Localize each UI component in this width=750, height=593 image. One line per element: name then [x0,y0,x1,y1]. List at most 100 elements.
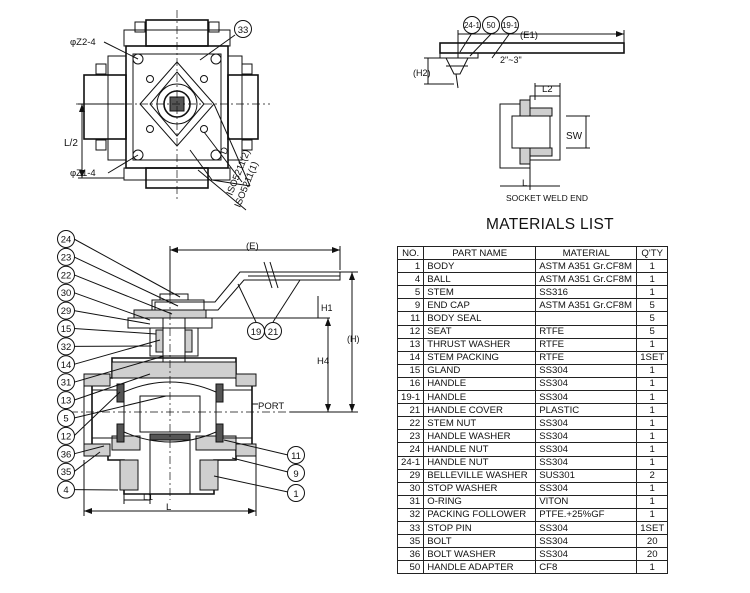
handle-balloon-24-1: 24-1 [464,21,481,30]
cell-no: 1 [396,259,425,274]
balloon-circle [57,283,75,302]
cell-part-name: BOLT WASHER [423,547,537,562]
handle-label-size: 2"~3" [500,55,522,65]
cell-no: 14 [396,350,425,365]
cell-part-name: GLAND [423,363,537,378]
col-header-qty: Q'TY [636,245,669,261]
cell-qty: 1 [636,403,669,418]
balloon-label-32: 32 [61,342,72,353]
cell-qty: 5 [636,311,669,326]
cell-qty: 1 [636,390,669,405]
leader-line [73,373,151,401]
balloon-circle [57,444,75,463]
balloon-label-30: 30 [61,288,72,299]
cell-part-name: HANDLE NUT [423,455,537,470]
cell-material: ASTM A351 Gr.CF8M [535,259,638,274]
cell-part-name: BELLEVILLE WASHER [423,468,537,483]
cell-no: 30 [396,481,425,496]
balloon-label-35: 35 [61,467,72,478]
section-label-l: L [166,502,171,513]
cell-qty: 1SET [636,350,669,365]
leader-line [73,445,105,455]
section-label-h4: H4 [317,356,329,367]
section-balloon-19: 19 [251,327,262,338]
top-label-z1: φZ1-4 [70,168,96,179]
leader-line [73,339,161,365]
cell-no: 31 [396,494,425,509]
cell-no: 5 [396,285,425,300]
cell-qty: 20 [636,534,669,549]
cell-part-name: STEM [423,285,537,300]
leader-line [73,395,167,419]
cell-qty: 20 [636,547,669,562]
top-view: L/2 φZ2-4 φZ1-4 33 D ISO5211(2) ISO5211(… [64,10,270,211]
handle-detail: (E1) (H2) 2"~3" 24-1 50 19-1 [413,16,625,89]
cell-part-name: HANDLE ADAPTER [423,560,537,575]
top-label-d: D [219,146,232,157]
leader-line [73,355,165,383]
cell-material: CF8 [535,560,638,575]
cell-part-name: STEM NUT [423,416,537,431]
cell-material: SS316 [535,285,638,300]
balloon-label-22: 22 [61,270,72,281]
section-label-l1: L1 [143,492,153,502]
cell-part-name: END CAP [423,298,537,313]
balloon-label-31: 31 [61,378,72,389]
cell-qty: 5 [636,298,669,313]
cell-no: 21 [396,403,425,418]
cell-no: 15 [396,363,425,378]
balloon-circle [57,373,75,392]
cell-qty: 2 [636,468,669,483]
balloon-circle [57,480,75,499]
cell-qty: 1 [636,416,669,431]
cell-qty: 1 [636,455,669,470]
balloon-circle [57,409,75,427]
handle-balloon-19-1: 19-1 [502,21,519,30]
top-balloon-33: 33 [238,25,249,36]
cell-material: RTFE [535,350,638,365]
cell-no: 24 [396,442,425,457]
cell-part-name: THRUST WASHER [423,337,537,352]
balloon-circle [57,265,75,284]
balloon-label-5: 5 [63,414,68,425]
balloon-label-24: 24 [61,235,72,246]
leader-line [73,310,151,325]
cell-no: 19-1 [396,390,425,405]
cell-material: ASTM A351 Gr.CF8M [535,272,638,287]
cell-part-name: HANDLE WASHER [423,429,537,444]
cell-part-name: STEM PACKING [423,350,537,365]
socket-label-l: L [522,178,527,189]
cell-qty: 1 [636,363,669,378]
cell-part-name: SEAT [423,324,537,339]
col-header-no: NO. [396,245,425,261]
cell-qty: 1 [636,507,669,522]
cell-no: 9 [396,298,425,313]
leader-line [73,238,181,298]
balloon-label-4: 4 [63,485,68,496]
cell-qty: 1 [636,429,669,444]
balloon-label-12: 12 [61,431,72,442]
cell-material: SS304 [535,429,638,444]
socket-label-sw: SW [566,131,583,142]
top-label-z2: φZ2-4 [70,37,96,48]
cell-part-name: O-RING [423,494,537,509]
leader-line [73,451,101,473]
balloon-circle [57,391,75,410]
cell-qty: 1 [636,285,669,300]
cell-material: SS304 [535,534,638,549]
cell-qty: 5 [636,324,669,339]
balloon-label-13: 13 [61,396,72,407]
cell-no: 50 [396,560,425,575]
col-header-material: MATERIAL [535,245,638,261]
